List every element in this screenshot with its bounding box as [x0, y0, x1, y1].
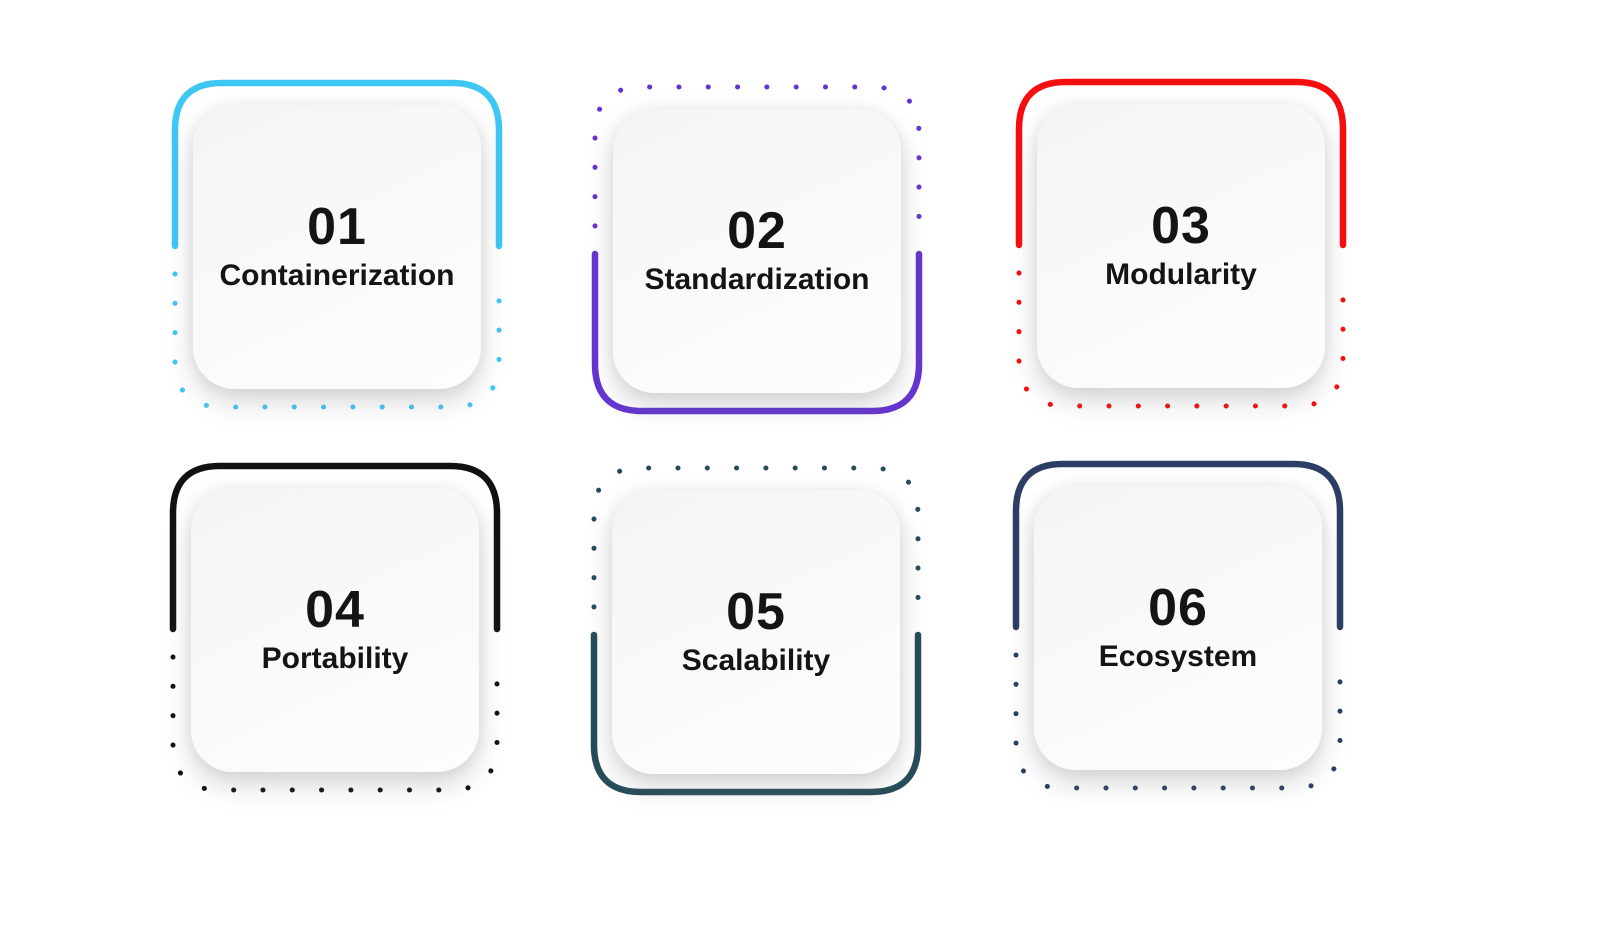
accent-border-solid — [1015, 78, 1347, 249]
card-frame-border — [591, 84, 923, 415]
feature-card-ecosystem: 06 Ecosystem — [1012, 460, 1344, 791]
card-number: 02 — [727, 201, 787, 260]
feature-card-standardization: 02 Standardization — [591, 84, 923, 415]
accent-border-solid — [590, 631, 922, 796]
card-label: Ecosystem — [1098, 640, 1258, 674]
accent-border-solid — [169, 462, 501, 633]
card-number: 03 — [1151, 196, 1211, 255]
card-tile: 06 Ecosystem — [1034, 486, 1322, 770]
card-frame-border — [590, 465, 922, 796]
card-tile: 04 Portability — [191, 488, 479, 772]
card-label: Containerization — [219, 259, 455, 293]
card-number: 06 — [1148, 578, 1208, 637]
card-frame-border — [169, 462, 501, 793]
card-label: Modularity — [1105, 258, 1257, 292]
card-frame-border — [171, 79, 503, 410]
card-frame-border — [1012, 460, 1344, 791]
card-label: Standardization — [644, 263, 870, 297]
accent-border-solid — [171, 79, 503, 250]
accent-border-solid — [591, 250, 923, 415]
card-number: 05 — [726, 582, 786, 641]
accent-border-solid — [1012, 460, 1344, 631]
card-tile: 01 Containerization — [193, 105, 481, 389]
card-frame-border — [1015, 78, 1347, 409]
card-label: Portability — [261, 642, 409, 676]
feature-card-scalability: 05 Scalability — [590, 465, 922, 796]
feature-card-modularity: 03 Modularity — [1015, 78, 1347, 409]
card-tile: 05 Scalability — [612, 490, 900, 774]
card-label: Scalability — [681, 644, 831, 678]
feature-card-portability: 04 Portability — [169, 462, 501, 793]
card-tile: 03 Modularity — [1037, 104, 1325, 388]
card-number: 01 — [307, 197, 367, 256]
card-number: 04 — [305, 580, 365, 639]
feature-card-containerization: 01 Containerization — [171, 79, 503, 410]
card-tile: 02 Standardization — [613, 109, 901, 393]
